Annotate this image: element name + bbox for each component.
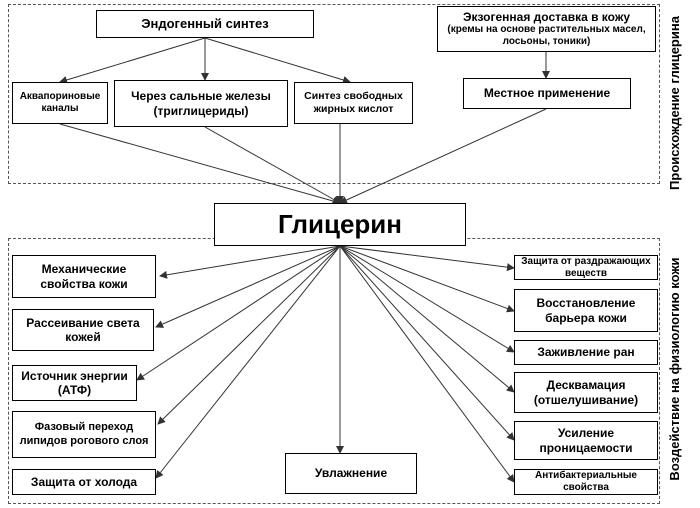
arrow-glycerin-antibacterial	[339, 245, 515, 483]
effect-irritant-protection: Защита от раздражающих веществ	[514, 255, 658, 280]
arrow-glycerin-irritants	[339, 245, 515, 272]
effect-desquamation: Десквамация (отшелушивание)	[514, 372, 658, 413]
effect-light-scattering: Рассеивание света кожей	[12, 309, 154, 351]
arrow-glycerin-light	[155, 245, 341, 328]
effect-wound-healing: Заживление ран	[514, 340, 658, 365]
exogenous-delivery-box: Экзогенная доставка в кожу (кремы на осн…	[437, 6, 656, 52]
exogenous-note: (кремы на основе растительных масел, лос…	[447, 24, 646, 48]
arrow-glycerin-permeability	[339, 245, 515, 441]
fatty-acid-synthesis-box: Синтез свободных жирных кислот	[294, 82, 413, 124]
arrow-glycerin-desquamation	[339, 245, 515, 393]
arrow-endo-fatty	[204, 37, 351, 84]
topical-application-box: Местное применение	[463, 78, 631, 109]
arrow-sebaceous-glycerin	[204, 126, 341, 204]
endogenous-synthesis-box: Эндогенный синтез	[96, 10, 314, 38]
effect-permeability: Усиление проницаемости	[514, 421, 658, 460]
arrow-glycerin-wound	[339, 245, 515, 353]
arrow-aquaporin-glycerin	[59, 123, 341, 205]
exogenous-title: Экзогенная доставка в кожу	[462, 9, 631, 24]
effect-hydration: Увлажнение	[285, 453, 417, 494]
arrow-glycerin-phase	[157, 245, 341, 425]
effect-lipid-phase-transition: Фазовый переход липидов рогового слоя	[12, 411, 156, 458]
glycerin-box: Глицерин	[214, 203, 466, 246]
effect-mechanical-properties: Механические свойства кожи	[12, 255, 156, 298]
arrow-glycerin-energy	[136, 245, 341, 381]
sebaceous-glands-box: Через сальные железы (триглицериды)	[114, 80, 288, 127]
effect-barrier-restoration: Восстановление барьера кожи	[514, 289, 658, 332]
origin-section-frame	[8, 4, 660, 184]
arrow-glycerin-cold	[155, 245, 341, 479]
arrow-topical-glycerin	[339, 108, 547, 204]
effect-energy-source: Источник энергии (АТФ)	[12, 365, 137, 401]
arrow-glycerin-mechanical	[159, 245, 341, 279]
aquaporin-channels-box: Аквапориновые каналы	[12, 82, 108, 124]
arrow-endo-aquaporin	[59, 37, 206, 84]
effect-cold-protection: Защита от холода	[12, 469, 156, 495]
arrow-glycerin-barrier	[339, 245, 515, 313]
effect-antibacterial: Антибактериальные свойства	[514, 469, 658, 495]
